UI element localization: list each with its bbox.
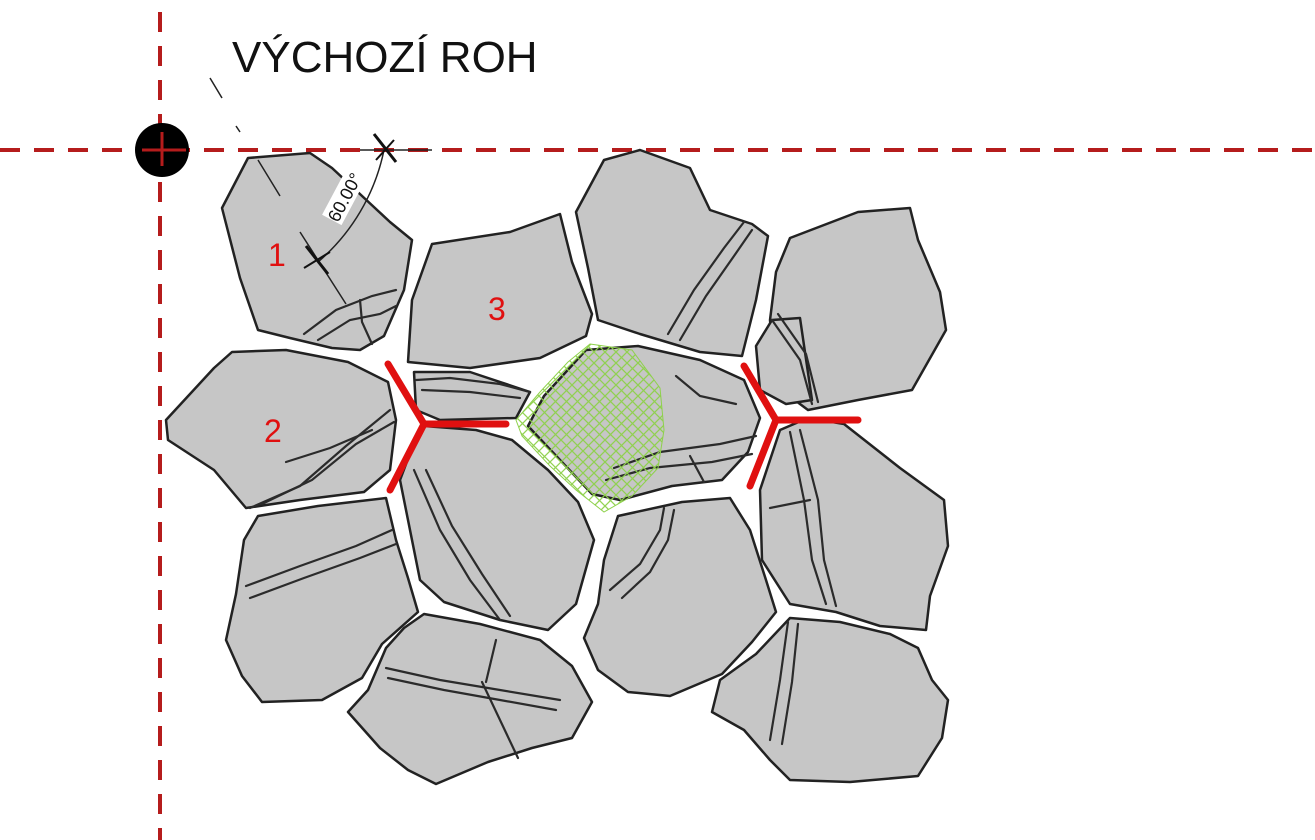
starting-corner-marker [135, 123, 189, 177]
stone-bottom-center [346, 612, 594, 786]
joint-marker-left [384, 360, 510, 494]
dimension-tick-top [372, 133, 398, 163]
stone-label-2: 2 [264, 413, 282, 449]
stone-top-middle [574, 148, 770, 358]
stone-numbers: 1 2 3 [264, 237, 506, 449]
stone-cracks [244, 220, 838, 760]
stone-3 [406, 212, 594, 370]
stone-center-lower [398, 424, 596, 632]
stone-label-3: 3 [488, 291, 506, 327]
stone-1 [220, 151, 414, 352]
stone-field [164, 148, 950, 786]
stone-right-lower [758, 416, 950, 632]
stone-label-1: 1 [268, 237, 286, 273]
stone-lower-center-right [582, 496, 778, 698]
stone-right-middle [754, 316, 814, 406]
stone-2 [164, 348, 398, 510]
stone-top-right [768, 206, 948, 412]
stone-bottom-right [710, 616, 950, 784]
fill-stone-area [515, 343, 665, 513]
diagram-title: VÝCHOZÍ ROH [232, 33, 538, 82]
stone-lower-left [224, 496, 420, 704]
joint-marker-right [740, 362, 862, 490]
